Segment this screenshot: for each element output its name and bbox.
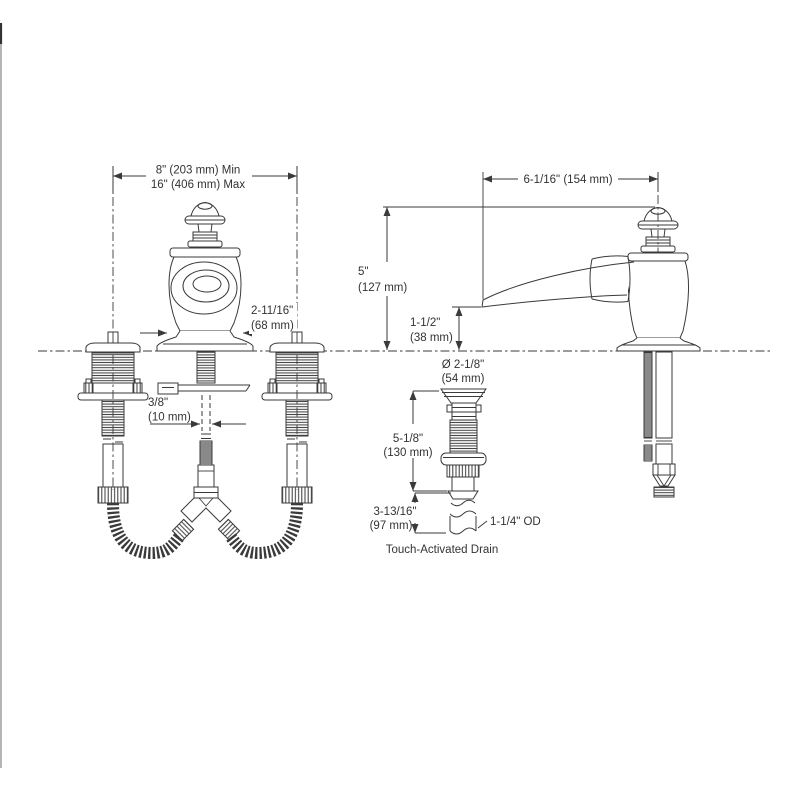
drain-body	[440, 388, 487, 535]
tailpiece-od-label: 1-1/4" OD	[490, 516, 541, 528]
outlet-height-in-label: 1-1/2"	[410, 317, 440, 329]
base-width-mm-label: (68 mm)	[251, 320, 294, 332]
tailpiece-length-dimension: 3-13/16" (97 mm)	[370, 492, 451, 534]
drain-assembly: Ø 2-1/8" (54 mm) 5-1/8" (130 mm)	[370, 359, 541, 556]
drain-length-in-label: 5-1/8"	[393, 433, 423, 445]
lift-rod-dimension: 3/8" (10 mm)	[148, 397, 246, 428]
outlet-height-dimension: 1-1/2" (38 mm)	[410, 306, 481, 350]
lift-rod-mm-label: (10 mm)	[148, 412, 191, 424]
handle-valve-right	[261, 331, 333, 504]
base-width-dimension: 2-11/16" (68 mm)	[140, 303, 297, 337]
height-mm-label: (127 mm)	[358, 282, 407, 294]
spread-min-label: 8" (203 mm) Min	[156, 165, 241, 177]
handle-valve-left	[77, 331, 149, 504]
spout-front	[156, 202, 254, 352]
drain-length-mm-label: (130 mm)	[383, 447, 432, 459]
spout-below-deck	[643, 351, 676, 498]
flange-dia-dimension: Ø 2-1/8" (54 mm)	[442, 359, 485, 385]
flange-dia-mm-label: (54 mm)	[442, 373, 485, 385]
tailpiece-length-mm-label: (97 mm)	[370, 520, 413, 532]
drain-length-dimension: 5-1/8" (130 mm)	[383, 390, 447, 492]
drain-caption: Touch-Activated Drain	[386, 544, 499, 556]
reach-label: 6-1/16" (154 mm)	[523, 174, 612, 186]
base-width-in-label: 2-11/16"	[251, 305, 293, 317]
flange-dia-in-label: Ø 2-1/8"	[442, 359, 484, 371]
tailpiece-od-callout: 1-1/4" OD	[477, 516, 541, 529]
mixer-tee	[180, 486, 232, 523]
height-dimension: 5" (127 mm)	[355, 206, 655, 350]
supply-hoses	[107, 486, 303, 560]
spout-side	[481, 207, 701, 352]
tailpiece-length-in-label: 3-13/16"	[373, 506, 416, 518]
outlet-height-mm-label: (38 mm)	[410, 332, 453, 344]
spread-max-label: 16" (406 mm) Max	[151, 179, 245, 191]
side-view: 6-1/16" (154 mm) 5" (127 mm) 1-1/2" (38 …	[355, 171, 701, 498]
front-view: 8" (203 mm) Min 16" (406 mm) Max 2-11/16…	[77, 164, 333, 560]
lift-rod-in-label: 3/8"	[148, 397, 168, 409]
height-in-label: 5"	[358, 266, 368, 278]
